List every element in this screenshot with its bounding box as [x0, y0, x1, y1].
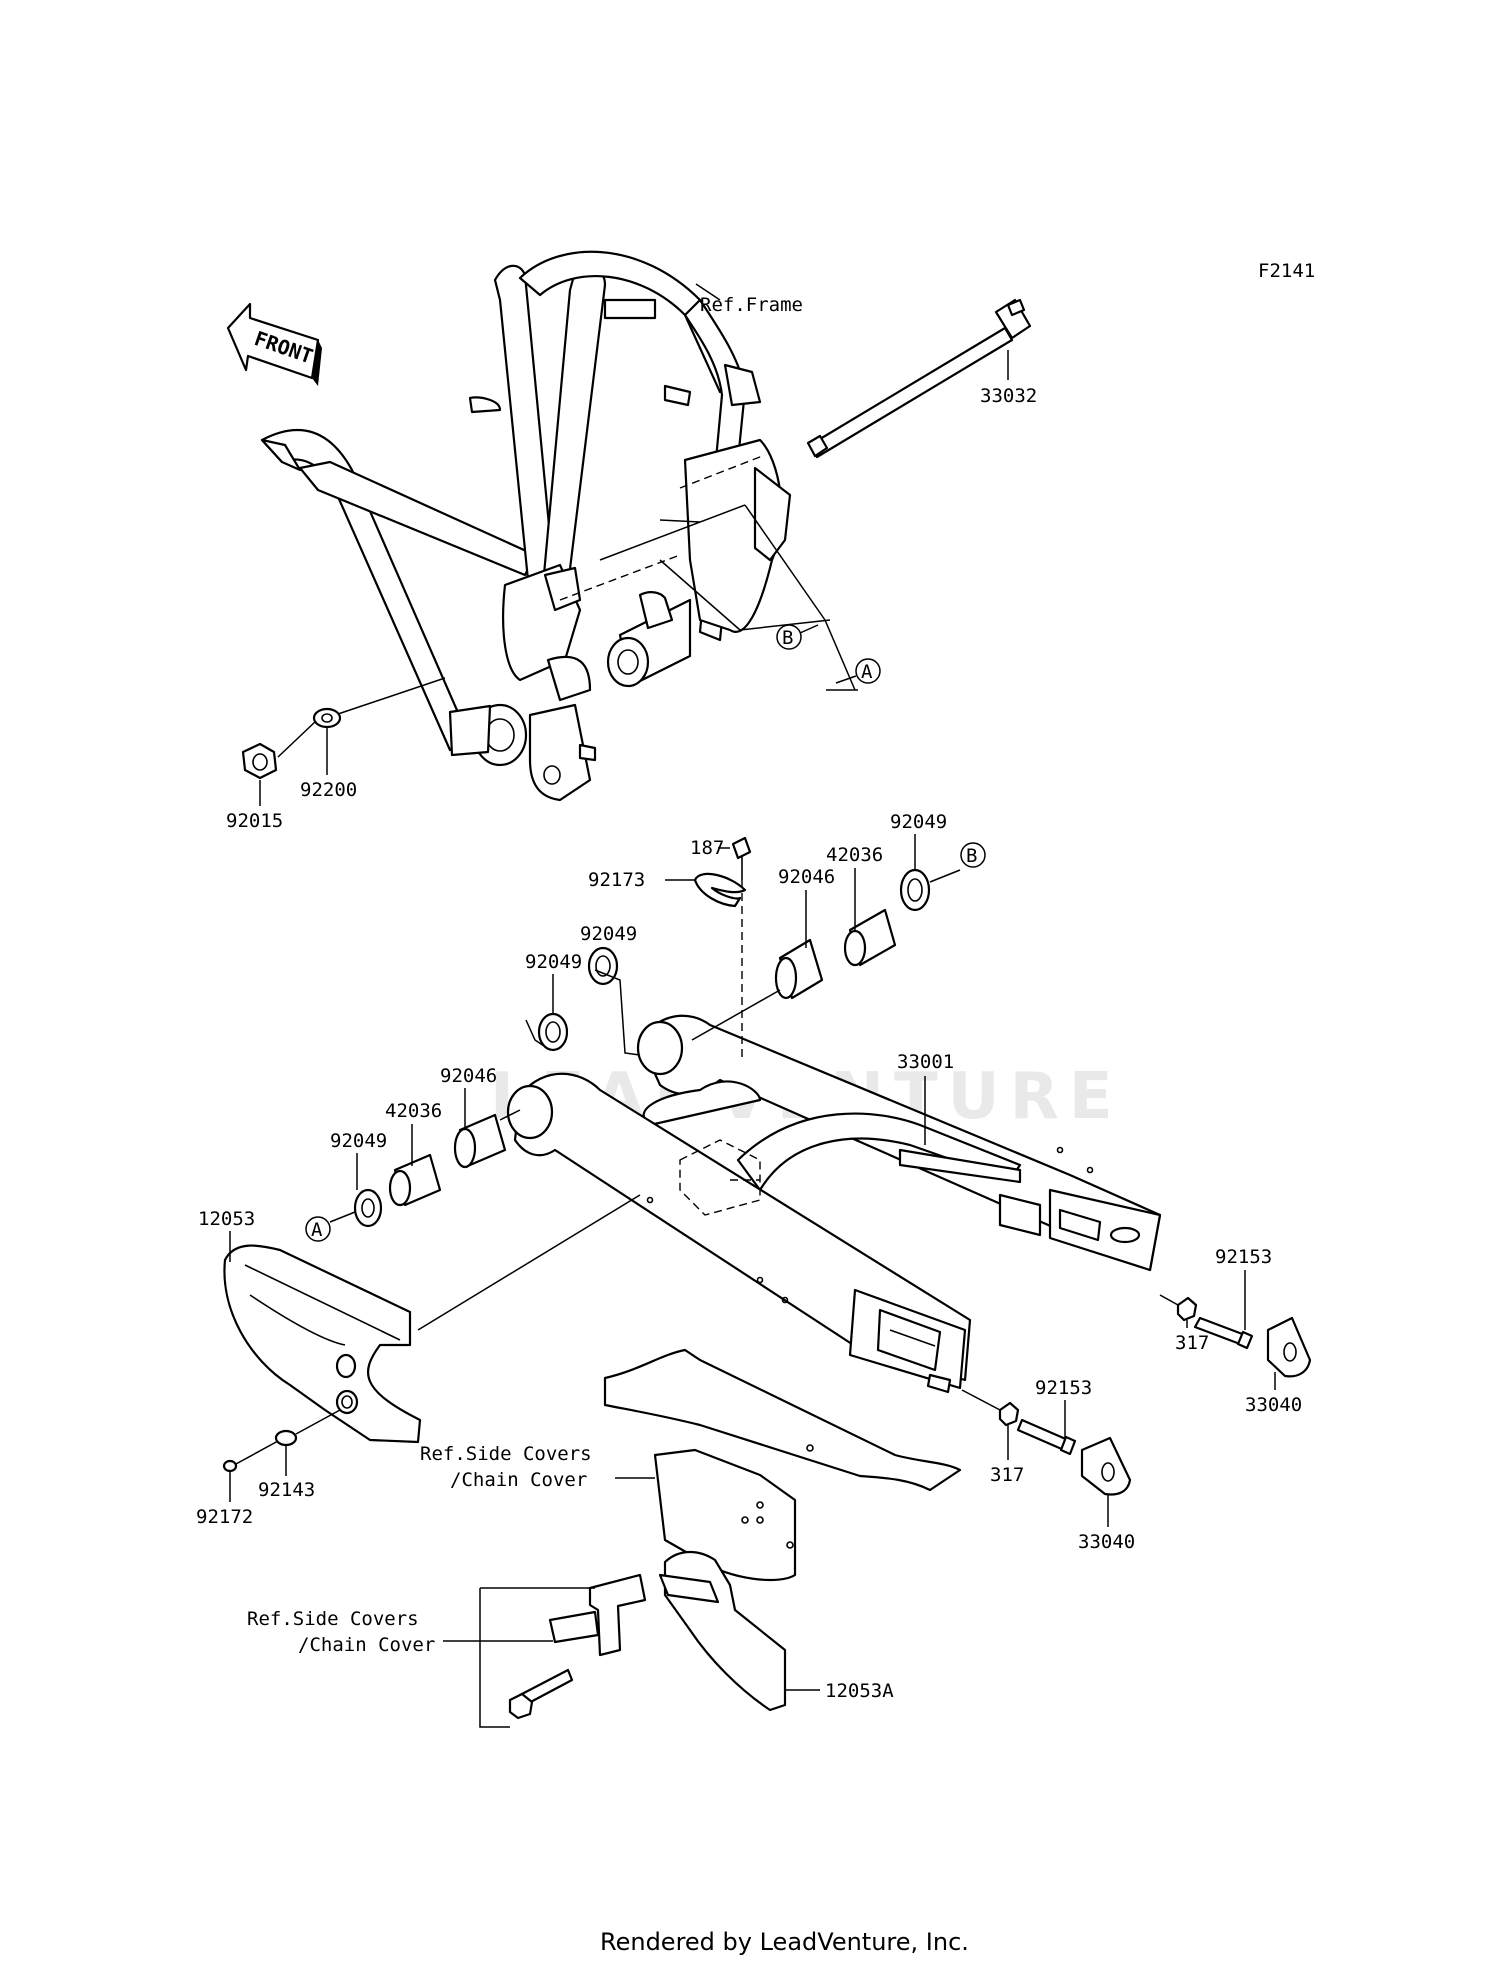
label-92049-mid1: 92049 [525, 951, 582, 973]
label-42036-top: 42036 [826, 844, 883, 866]
bolt-187 [731, 836, 752, 880]
label-92049-top: 92049 [890, 811, 947, 833]
bolt-92153-center [1016, 1418, 1077, 1456]
bolt-92153-right [1193, 1316, 1254, 1350]
part-labels: Ref.Frame 33032 92015 92200 187 92173 92… [196, 294, 1302, 1702]
washer-92200 [312, 707, 342, 729]
label-33032: 33032 [980, 385, 1037, 407]
label-92015: 92015 [226, 810, 283, 832]
label-ref-side-covers-2-line2: /Chain Cover [298, 1634, 435, 1656]
adjuster-33040-center [1080, 1436, 1132, 1496]
label-92143: 92143 [258, 1479, 315, 1501]
label-92049-left: 92049 [330, 1130, 387, 1152]
nut-92015 [241, 742, 278, 780]
seal-92049-left [353, 1188, 383, 1228]
label-317-center: 317 [990, 1464, 1024, 1486]
pivot-bolt-33032 [806, 298, 1032, 459]
swingarm-33001 [506, 1014, 1162, 1394]
callout-B-top: B [776, 624, 802, 650]
label-92173: 92173 [588, 869, 645, 891]
svg-text:A: A [311, 1219, 323, 1241]
seal-92049-mid2 [587, 946, 619, 986]
label-33040-center: 33040 [1078, 1531, 1135, 1553]
label-92049-mid2: 92049 [580, 923, 637, 945]
figure-code: F2141 [1258, 260, 1315, 282]
collar-42036-top [843, 908, 897, 967]
bearing-92046-top [774, 938, 824, 1000]
label-ref-side-covers-1-line1: Ref.Side Covers [420, 1443, 592, 1465]
seal-92049-mid1 [537, 1012, 569, 1052]
label-ref-frame: Ref.Frame [700, 294, 803, 316]
adjuster-33040-right [1266, 1316, 1312, 1378]
label-92200: 92200 [300, 779, 357, 801]
chain-guide-12053 [223, 1244, 422, 1444]
label-12053: 12053 [198, 1208, 255, 1230]
chain-guard-12053A [658, 1550, 787, 1712]
nut-317-right [1176, 1296, 1198, 1322]
nut-317-center [998, 1401, 1020, 1427]
svg-text:A: A [861, 661, 873, 683]
frame-drawing [260, 250, 858, 802]
label-ref-side-covers-2-line1: Ref.Side Covers [247, 1608, 419, 1630]
footer-credit: Rendered by LeadVenture, Inc. [600, 1928, 969, 1956]
label-33001: 33001 [897, 1051, 954, 1073]
label-92153-right: 92153 [1215, 1246, 1272, 1268]
svg-text:B: B [782, 627, 793, 649]
label-92046-left: 92046 [440, 1065, 497, 1087]
label-92172: 92172 [196, 1506, 253, 1528]
bearing-92046-left [453, 1113, 507, 1169]
label-317-right: 317 [1175, 1332, 1209, 1354]
label-92153-center: 92153 [1035, 1377, 1092, 1399]
label-12053A: 12053A [825, 1680, 894, 1702]
seal-92049-top [899, 868, 931, 912]
label-ref-side-covers-1-line2: /Chain Cover [450, 1469, 587, 1491]
screw-92172 [222, 1459, 238, 1473]
callout-B-bearing: B [960, 842, 986, 868]
label-42036-left: 42036 [385, 1100, 442, 1122]
callout-A-bearing: A [305, 1216, 331, 1242]
collar-42036-left [388, 1153, 442, 1207]
front-arrow-icon: FRONT [226, 302, 322, 386]
label-33040-right: 33040 [1245, 1394, 1302, 1416]
label-187: 187 [690, 837, 724, 859]
callout-A-top: A [855, 658, 881, 684]
label-92046-top: 92046 [778, 866, 835, 888]
mount-bracket [508, 1573, 647, 1720]
chain-cover [603, 1348, 962, 1582]
clip-92173 [693, 872, 747, 908]
washer-92143 [274, 1429, 298, 1447]
svg-text:B: B [966, 845, 977, 867]
